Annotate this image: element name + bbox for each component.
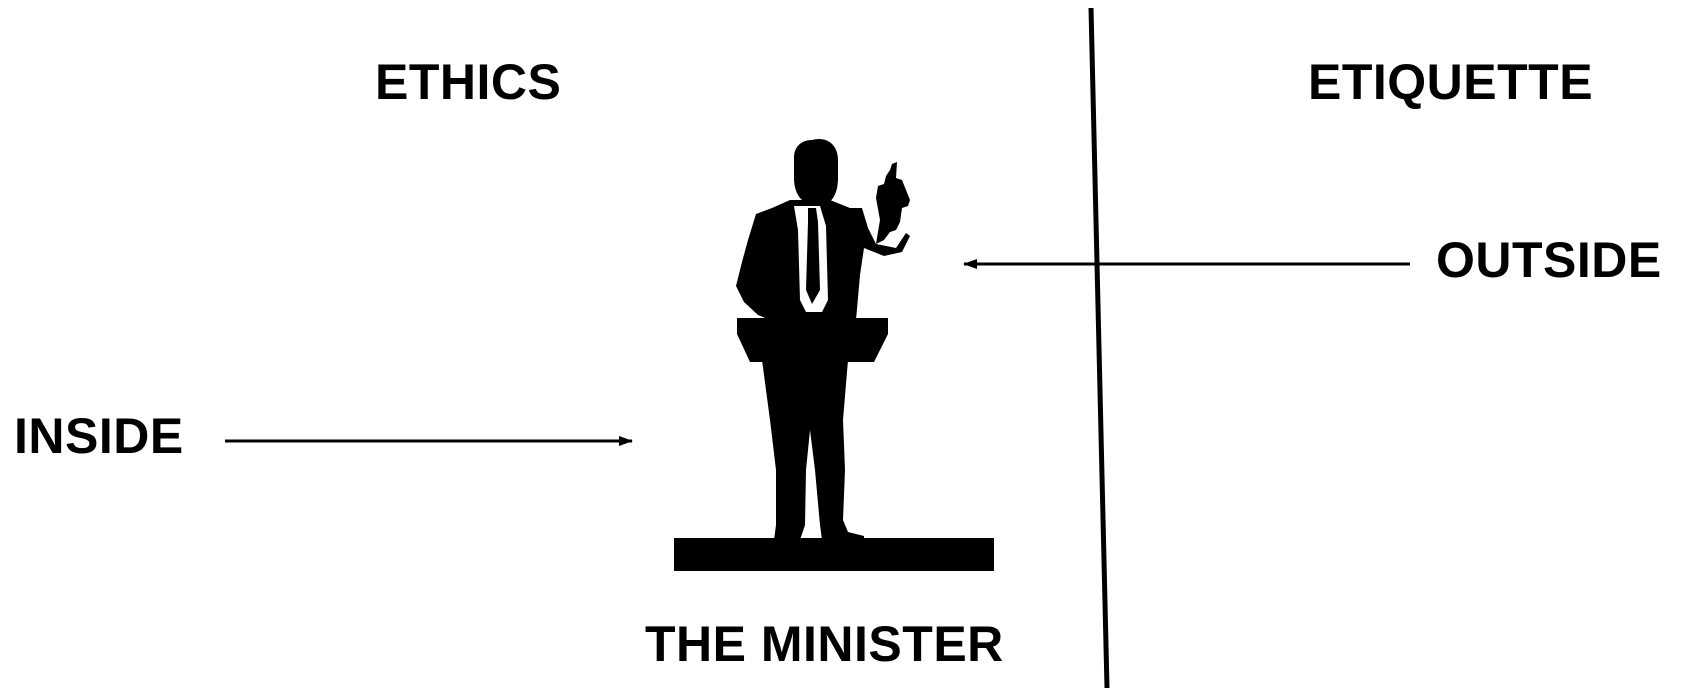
heading-ethics: ETHICS [375, 57, 561, 107]
caption-minister: THE MINISTER [645, 619, 1004, 669]
label-outside: OUTSIDE [1436, 235, 1662, 285]
minister-legs [762, 360, 864, 540]
minister-tie [806, 208, 820, 304]
pulpit [737, 318, 888, 362]
minister-raised-hand [876, 162, 910, 244]
minister-at-pulpit-icon [674, 139, 994, 571]
minister-head [794, 139, 838, 206]
label-inside: INSIDE [14, 411, 184, 461]
heading-etiquette: ETIQUETTE [1308, 57, 1593, 107]
platform-base [674, 538, 994, 571]
divider-line [1091, 8, 1107, 688]
